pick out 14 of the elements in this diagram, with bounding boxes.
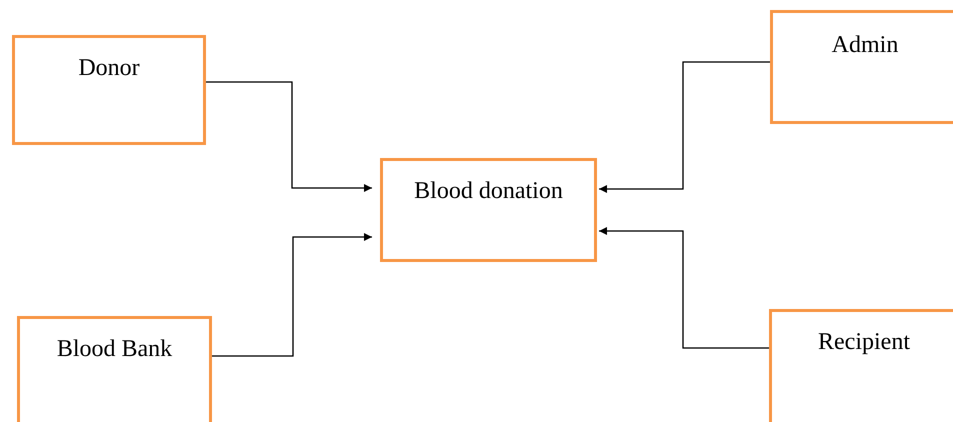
box-label: Recipient <box>818 328 910 357</box>
process-box <box>770 10 953 124</box>
connector-arrow <box>599 61 770 193</box>
box-label: Blood donation <box>414 177 563 206</box>
box-label: Blood Bank <box>56 335 172 364</box>
connector-arrow <box>212 233 372 357</box>
process-box <box>17 316 212 422</box>
connector-arrow <box>206 81 372 192</box>
connector-arrow <box>599 227 769 349</box>
process-box <box>12 35 206 145</box>
box-label: Donor <box>78 54 140 83</box>
process-box <box>769 309 953 422</box>
box-label: Admin <box>832 31 898 60</box>
process-box <box>380 158 597 262</box>
